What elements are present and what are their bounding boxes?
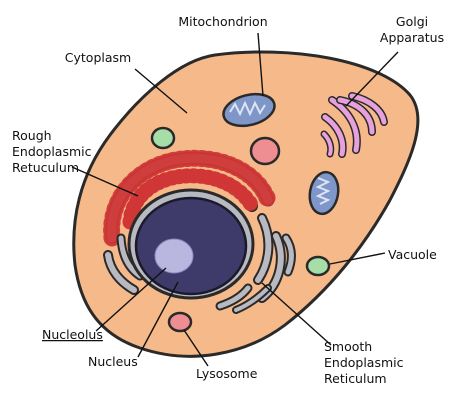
label-nucleus: Nucleus (88, 354, 138, 369)
leader-lines (71, 32, 399, 367)
label-rough-er-line2: Endoplasmic (12, 144, 92, 159)
vesicle-green (150, 126, 176, 150)
label-rough-er-line3: Retuculum (12, 160, 79, 175)
vesicle-pink (249, 136, 281, 166)
vacuole (305, 255, 331, 277)
nucleus (127, 188, 255, 300)
golgi-apparatus (320, 92, 388, 158)
label-golgi-line2: Apparatus (380, 30, 444, 45)
label-mitochondrion: Mitochondrion (178, 14, 267, 29)
mitochondrion-right (308, 170, 340, 216)
label-cytoplasm: Cytoplasm (65, 50, 131, 65)
label-smooth-er-line2: Endoplasmic (324, 355, 404, 370)
smooth-er (215, 231, 296, 314)
rough-er (103, 149, 277, 295)
label-lysosome: Lysosome (196, 366, 258, 381)
label-smooth-er-line1: Smooth (324, 339, 372, 354)
label-smooth-er-line3: Reticulum (324, 371, 387, 386)
label-vacuole: Vacuole (388, 247, 437, 262)
mitochondrion-top (222, 92, 276, 128)
label-golgi-line1: Golgi (396, 14, 428, 29)
lysosome (167, 311, 193, 333)
nucleolus (154, 238, 194, 274)
label-nucleolus: Nucleolus (42, 327, 103, 342)
label-rough-er-line1: Rough (12, 128, 52, 143)
